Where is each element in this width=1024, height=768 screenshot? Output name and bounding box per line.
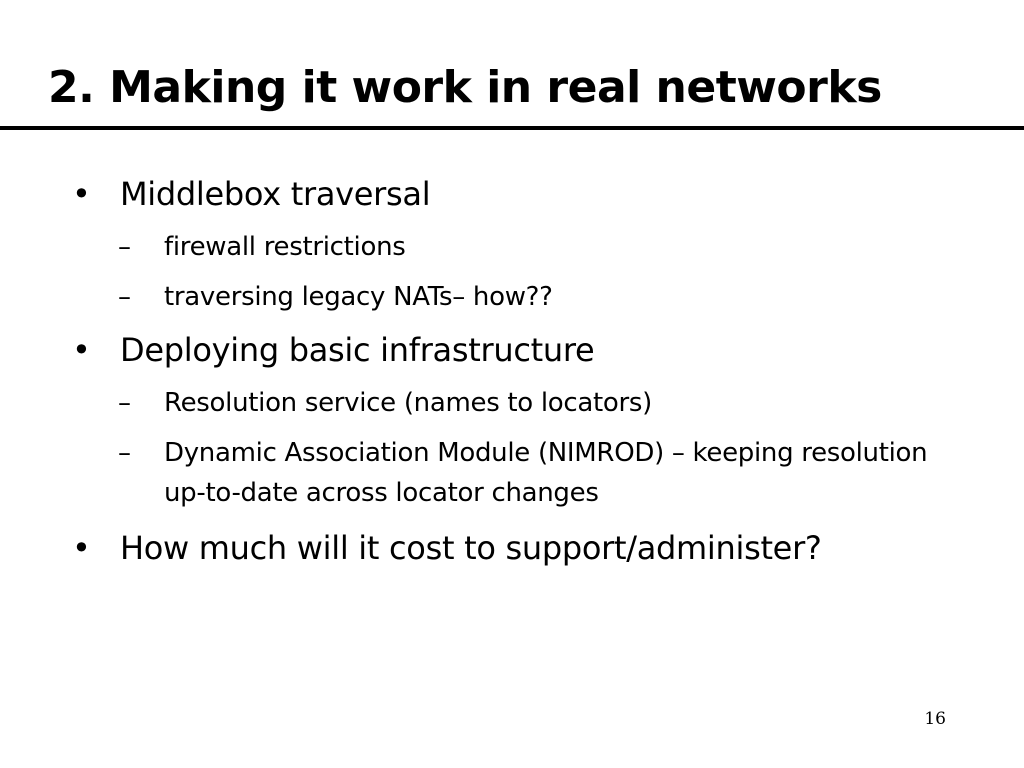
dash-marker: – — [118, 282, 131, 312]
dash-marker: – — [118, 438, 131, 468]
sub-bullet-text: traversing legacy NATs– how?? — [164, 282, 553, 312]
bullet-text: Middlebox traversal — [120, 175, 431, 213]
bullet-item-cost: • How much will it cost to support/admin… — [0, 524, 1024, 572]
sub-bullet-text: firewall restrictions — [164, 232, 406, 262]
page-number: 16 — [924, 709, 946, 729]
bullet-item-middlebox-traversal: • Middlebox traversal — [0, 170, 1024, 218]
sub-bullet-text: Resolution service (names to locators) — [164, 388, 653, 418]
bullet-marker: • — [72, 175, 91, 213]
sub-bullet-text: Dynamic Association Module (NIMROD) – ke… — [164, 438, 928, 508]
title-divider — [0, 126, 1024, 130]
slide-title: 2. Making it work in real networks — [48, 62, 882, 113]
bullet-text: Deploying basic infrastructure — [120, 331, 595, 369]
bullet-marker: • — [72, 331, 91, 369]
dash-marker: – — [118, 232, 131, 262]
dash-marker: – — [118, 388, 131, 418]
bullet-text: How much will it cost to support/adminis… — [120, 529, 822, 567]
bullet-item-deploying-infrastructure: • Deploying basic infrastructure — [0, 326, 1024, 374]
bullet-marker: • — [72, 529, 91, 567]
